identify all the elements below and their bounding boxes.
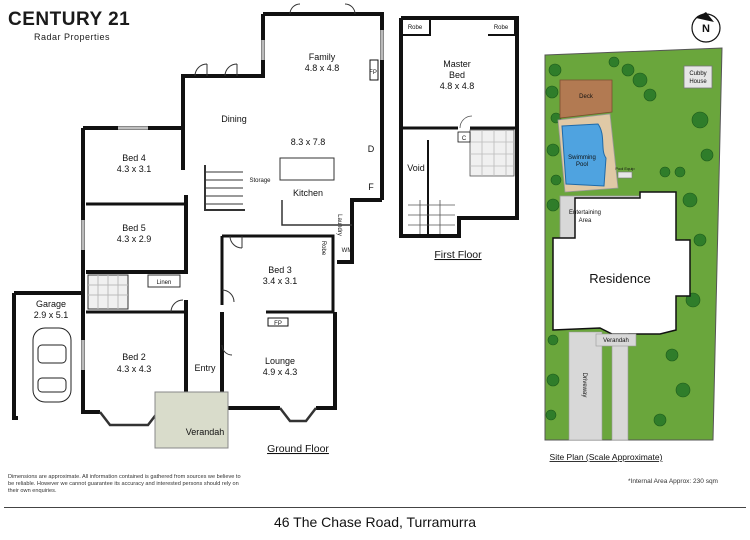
brand-office: Radar Properties [34,32,111,42]
internal-area-note: *Internal Area Approx: 230 sqm [628,478,718,485]
ground-floor-details [81,3,384,427]
wall-garage [12,291,83,420]
pool-equip-label: Pool Equip [615,166,635,171]
site-verandah [595,333,637,347]
wall-bed3 [220,234,335,314]
bed2-size: 4.3 x 4.3 [117,364,152,374]
bed5-size: 4.3 x 2.9 [117,234,152,244]
garage-size: 2.9 x 5.1 [34,310,69,320]
deck-label: Deck [579,94,594,100]
cubby-label-2: House [689,79,707,85]
fp-lounge-label: FP [274,321,282,327]
driveway-label: Driveway [581,373,587,398]
linen-label: Linen [157,280,172,286]
kitchen-label: Kitchen [293,188,323,198]
property-address: 46 The Chase Road, Turramurra [273,514,477,530]
void-label: Void [407,163,425,173]
ground-stairs [205,171,243,205]
master-label-1: Master [443,59,471,69]
lounge-label: Lounge [265,356,295,366]
brand-logo: CENTURY 21 Radar Properties [8,10,148,44]
laundry-label: Laundry [336,214,342,236]
wall-family [263,12,384,200]
first-floor-labels: Robe Robe Master Bed 4.8 x 4.8 Void C Fi… [407,25,509,261]
site-deck [559,79,613,119]
master-size: 4.8 x 4.8 [440,81,475,91]
site-trees [545,56,714,427]
site-plan-title: Site Plan (Scale Approximate) [550,452,663,462]
family-size: 4.8 x 4.8 [305,63,340,73]
brand-name: CENTURY 21 [8,9,131,30]
bed3-size: 3.4 x 3.1 [263,276,298,286]
bed2-bay-window [99,411,159,427]
bed2-label: Bed 2 [122,352,146,362]
bed4-label: Bed 4 [122,153,146,163]
ground-floor-title: Ground Floor [267,443,329,455]
door-dining [194,63,208,77]
footer-divider [4,507,746,508]
residence-label: Residence [589,271,650,286]
entertaining-label-2: Area [579,218,592,224]
first-floor-details [408,115,515,234]
driveway [568,331,603,441]
storage-label: Storage [249,178,271,184]
verandah-label: Verandah [186,427,225,437]
site-verandah-label: Verandah [603,338,629,344]
lounge-size: 4.9 x 4.3 [263,367,298,377]
linen-cupboard [147,274,181,288]
entry-label: Entry [194,363,216,373]
wm-label: WM [342,248,353,254]
dining-label: Dining [221,114,247,124]
pool-label-2: Pool [576,162,588,168]
site-pool [561,123,607,187]
first-floor-outer-wall [399,16,519,238]
lounge-bay-window [279,407,317,423]
north-arrow-icon: N [691,12,721,43]
site-plan: Deck Cubby House Swimming Pool Pool Equi… [544,47,723,462]
wall-bed5-east [86,195,188,274]
master-label-2: Bed [449,70,465,80]
fp-family-label: FP [369,70,377,76]
entertaining-label-1: Entertaining [569,210,601,216]
bed4-size: 4.3 x 3.1 [117,164,152,174]
bed3-label: Bed 3 [268,265,292,275]
garage-car [32,327,72,403]
ground-floor-labels: Family 4.8 x 4.8 FP Dining 8.3 x 7.8 Kit… [34,52,377,455]
disclaimer: Dimensions are approximate. All informat… [8,474,241,494]
kitchen-island [279,157,335,181]
robe-right-label: Robe [494,25,509,31]
robe-walls [403,18,516,36]
f-label: F [368,182,374,192]
front-verandah [154,391,229,449]
bed5-label: Bed 5 [122,223,146,233]
garage-label: Garage [36,299,66,309]
open-plan-size: 8.3 x 7.8 [291,137,326,147]
c-label: C [462,136,467,142]
family-label: Family [309,52,336,62]
robe-small-label: Robe [320,241,326,256]
cubby-house [683,65,713,89]
robe-left-label: Robe [408,25,423,31]
wall-laundry [337,198,382,264]
residence-footprint [552,191,691,335]
wall-bed4 [83,126,185,170]
pool-label-1: Swimming [568,155,596,161]
first-floor-title: First Floor [434,249,482,261]
cubby-label-1: Cubby [689,71,706,77]
floor-plan-drawing: Family 4.8 x 4.8 FP Dining 8.3 x 7.8 Kit… [12,3,723,462]
d-label: D [368,144,375,154]
first-floor-plan [399,16,519,238]
north-label: N [702,23,710,35]
